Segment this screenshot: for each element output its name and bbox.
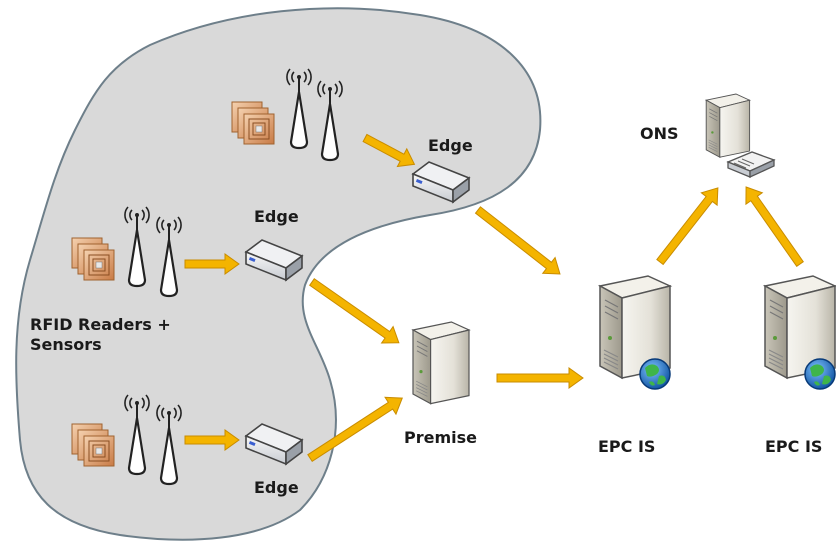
edge-bottom-label: Edge bbox=[254, 478, 299, 497]
rfid-readers-label-line1: RFID Readers + bbox=[30, 315, 171, 334]
arrow-readers-top-to-edge-top bbox=[362, 133, 416, 168]
arrow-edge-top-to-epc-is bbox=[474, 206, 561, 275]
epc-is-server-1-icon bbox=[599, 275, 671, 390]
ons-label: ONS bbox=[640, 124, 679, 143]
arrow-premise-to-epc-is bbox=[496, 367, 584, 389]
ons-server-icon bbox=[705, 93, 776, 179]
arrow-readers-bottom-to-edge-bottom bbox=[184, 429, 240, 451]
arrow-readers-mid-to-edge-mid bbox=[184, 253, 240, 275]
epc-is-1-label: EPC IS bbox=[598, 437, 656, 456]
globe-icon bbox=[804, 358, 836, 390]
arrow-epc-is-2-to-ons bbox=[745, 186, 804, 267]
epc-is-server-2-icon bbox=[764, 275, 836, 390]
premise-label: Premise bbox=[404, 428, 477, 447]
globe-icon bbox=[639, 358, 671, 390]
arrow-epc-is-to-ons bbox=[656, 187, 719, 266]
epc-is-2-label: EPC IS bbox=[765, 437, 823, 456]
edge-middle-label: Edge bbox=[254, 207, 299, 226]
rfid-readers-label: RFID Readers + Sensors bbox=[30, 315, 250, 355]
rfid-readers-label-line2: Sensors bbox=[30, 335, 102, 354]
edge-top-label: Edge bbox=[428, 136, 473, 155]
arrow-edge-mid-to-premise bbox=[309, 278, 400, 344]
arrow-edge-bottom-to-premise bbox=[307, 396, 403, 463]
premise-server-icon bbox=[412, 321, 470, 405]
